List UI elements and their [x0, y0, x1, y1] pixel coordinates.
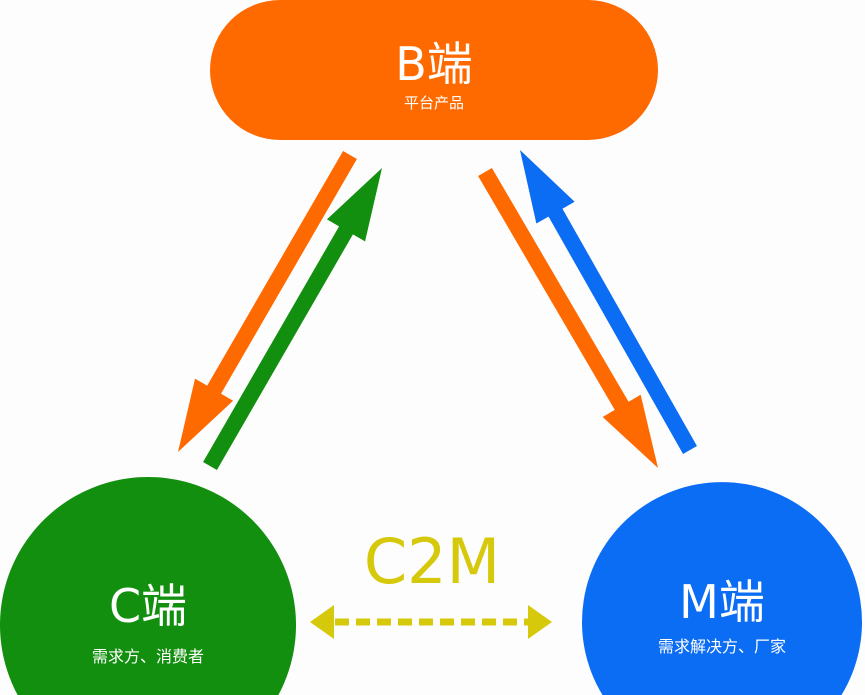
- arrows-group: [178, 150, 697, 639]
- b-side-node: [210, 0, 658, 140]
- arrow-m-to-b: [520, 150, 697, 454]
- c-side-subtitle: 需求方、消费者: [92, 647, 204, 666]
- m-side-title: M端: [679, 575, 765, 629]
- b-side-title: B端: [395, 37, 473, 91]
- c2m-arrowhead-right: [528, 605, 552, 639]
- c2m-label: C2M: [364, 525, 500, 598]
- arrow-b-to-c: [178, 150, 357, 452]
- c2m-arrowhead-left: [310, 605, 334, 639]
- c-side-title: C端: [109, 579, 187, 633]
- c-side-node: [0, 477, 296, 695]
- arrow-c-to-b: [203, 168, 382, 470]
- m-side-subtitle: 需求解决方、厂家: [658, 637, 786, 656]
- m-side-node: [582, 482, 862, 695]
- arrow-b-to-m: [478, 167, 658, 468]
- b-side-subtitle: 平台产品: [404, 94, 464, 112]
